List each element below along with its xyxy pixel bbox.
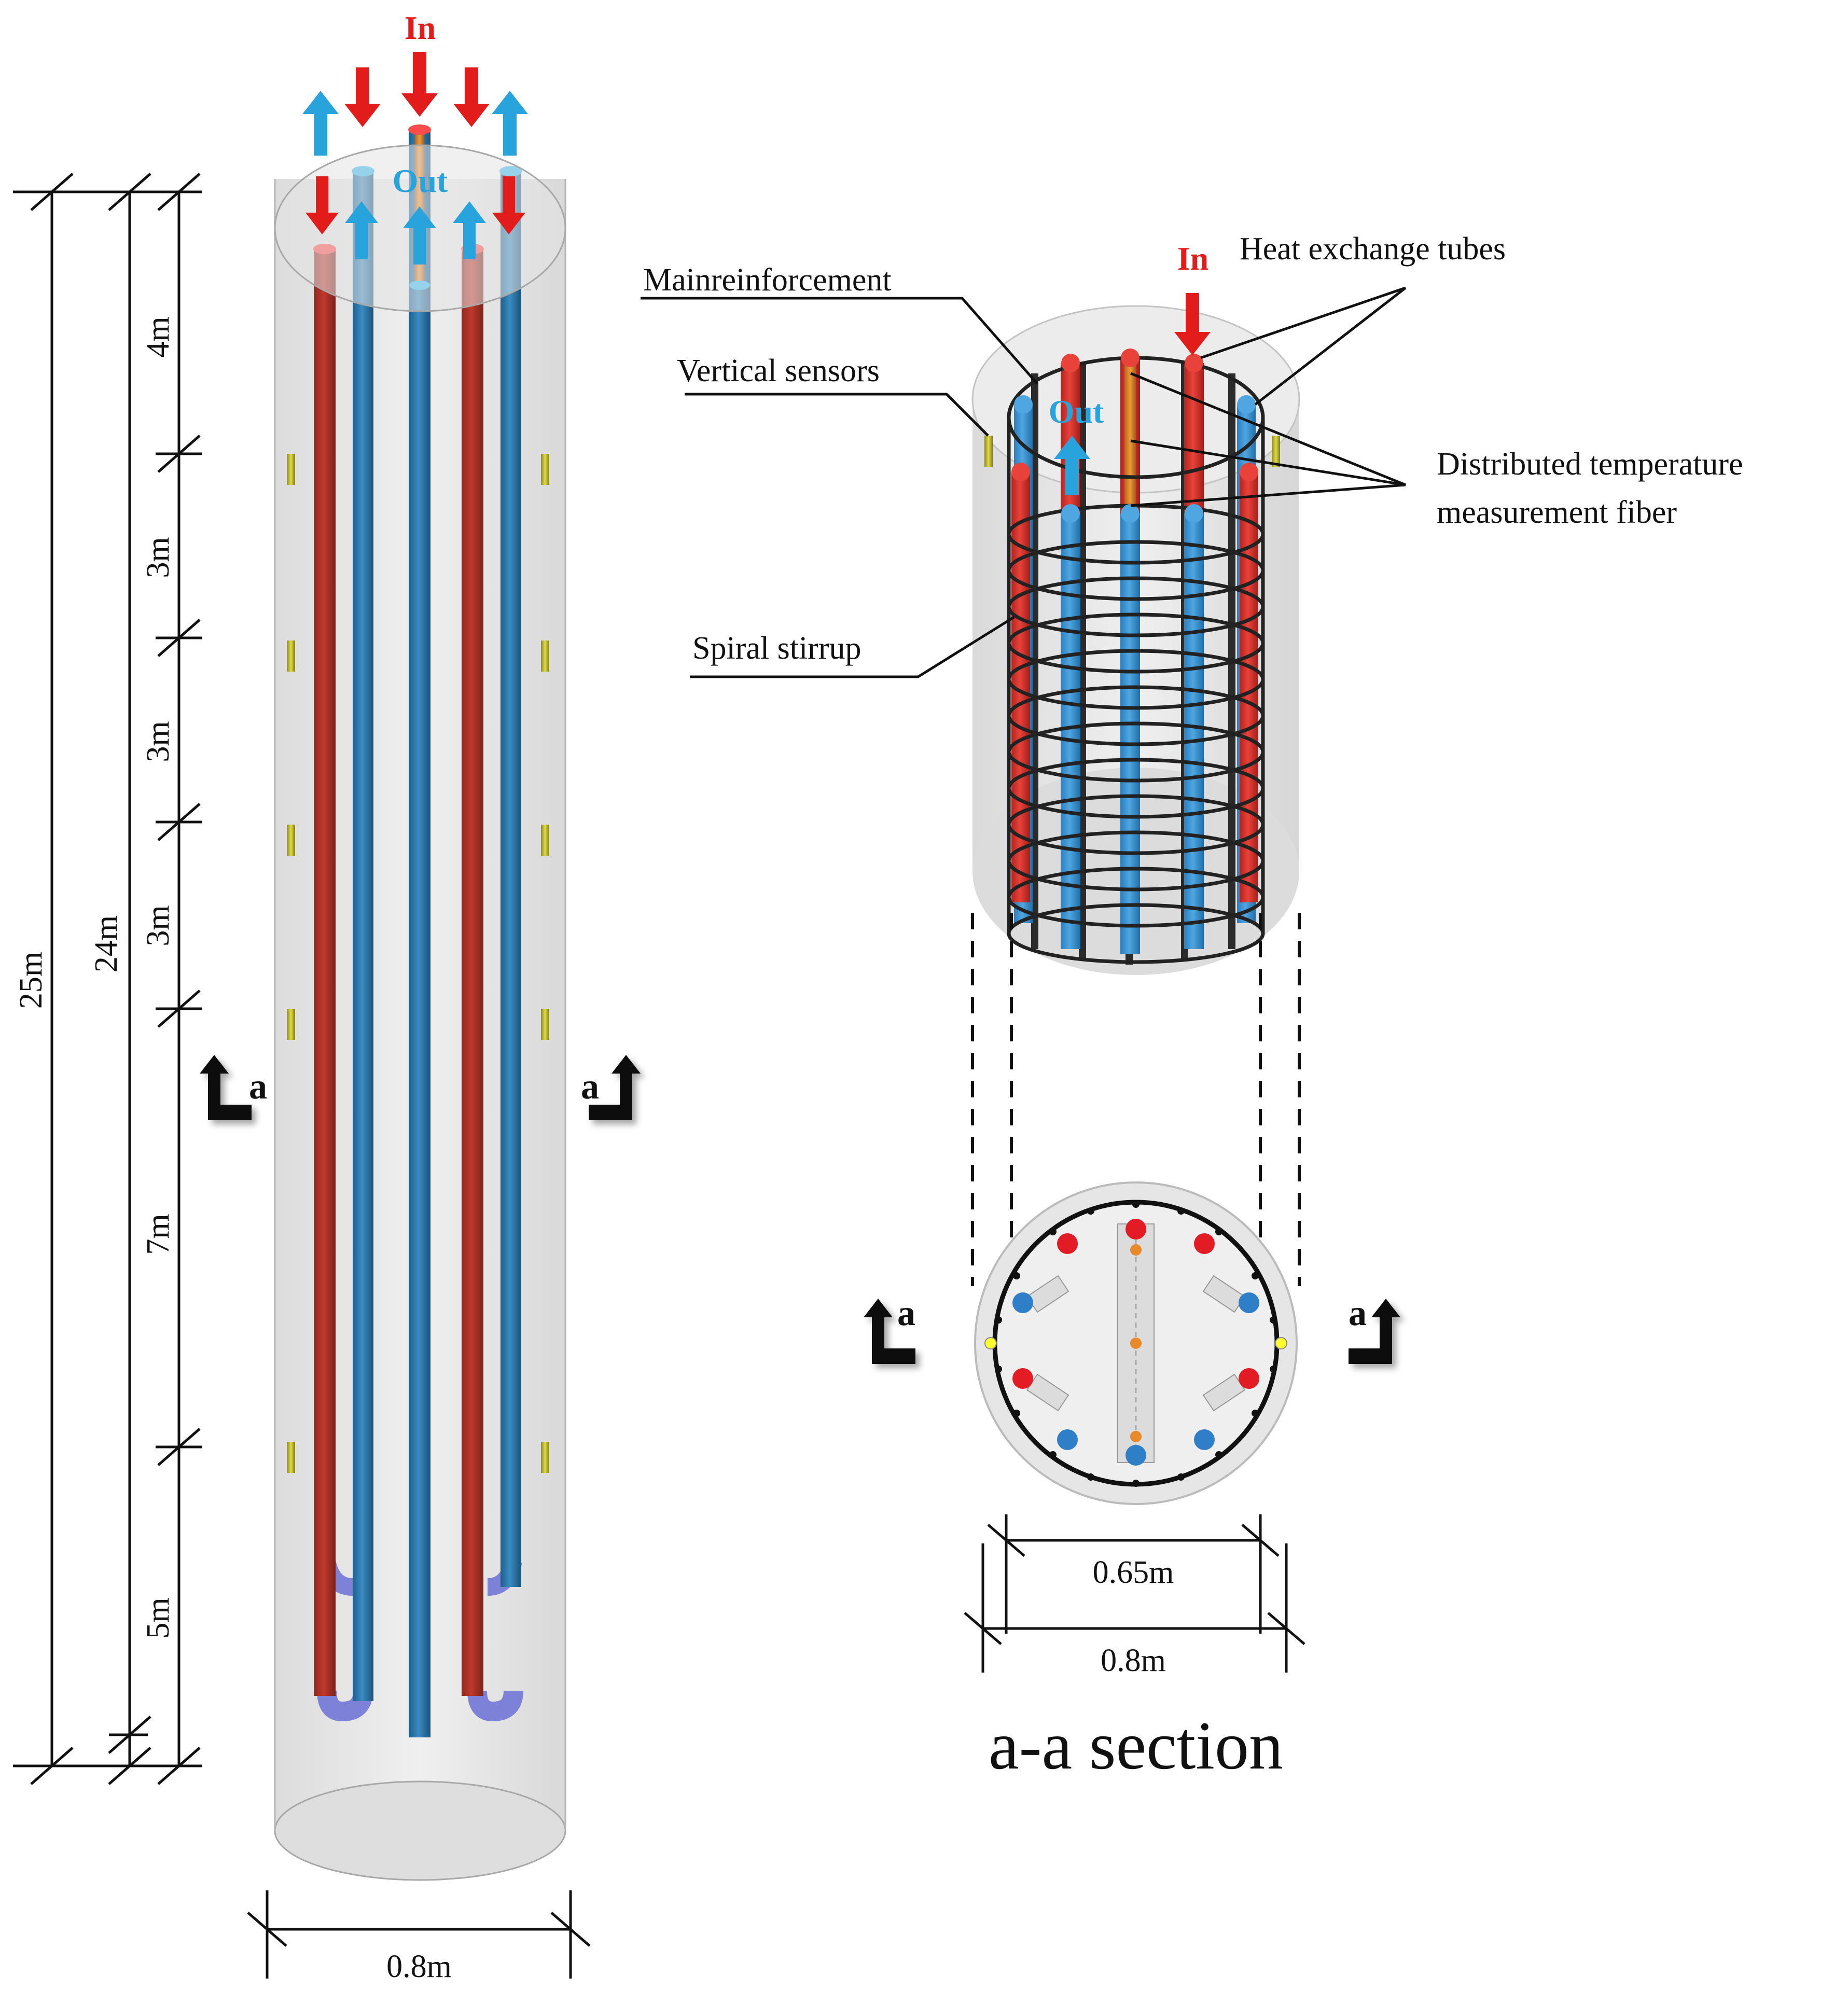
leader-lines bbox=[641, 286, 1407, 678]
outlet-tube bbox=[353, 171, 373, 1701]
segment-length-label: 3m bbox=[141, 721, 176, 762]
section-outlet-tubes bbox=[1012, 1292, 1259, 1466]
depth-dimension-lines bbox=[13, 173, 202, 1785]
fiber-label-line1: Distributed temperature bbox=[1437, 447, 1743, 482]
total-length-label: 25m bbox=[13, 952, 49, 1009]
outlet-tube bbox=[1120, 513, 1140, 954]
projection-lines bbox=[971, 913, 1301, 1286]
embedded-sensors bbox=[287, 454, 549, 1473]
inlet-arrows bbox=[305, 52, 525, 234]
section-marker-left bbox=[200, 1055, 252, 1120]
section-marker-label: a bbox=[1349, 1293, 1367, 1333]
reinforcement-cage-view: In Out Mainreinforcement Vertical sensor… bbox=[641, 231, 1743, 975]
main-reinforcement-label: Mainreinforcement bbox=[643, 262, 892, 298]
outlet-tube bbox=[1184, 513, 1204, 949]
embedded-length-label: 24m bbox=[89, 915, 124, 972]
outlet-arrow bbox=[1054, 436, 1090, 495]
pile-elevation-view: In Out 2 bbox=[13, 9, 641, 1984]
inlet-tube bbox=[314, 249, 336, 1696]
u-bend-right bbox=[467, 1690, 523, 1722]
outlet-arrows bbox=[302, 91, 528, 264]
section-title: a-a section bbox=[989, 1707, 1283, 1784]
section-fiber-points bbox=[1130, 1244, 1142, 1442]
vertical-sensor bbox=[984, 436, 993, 467]
cage-inlet-label: In bbox=[1177, 240, 1209, 277]
fiber-tube bbox=[1124, 363, 1136, 513]
section-marker-right bbox=[1349, 1299, 1400, 1364]
section-marker-right bbox=[589, 1055, 641, 1120]
vertical-sensors-label: Vertical sensors bbox=[677, 353, 880, 388]
section-sensors bbox=[984, 1337, 1287, 1349]
segment-length-label: 7m bbox=[141, 1214, 176, 1255]
outer-diameter-label: 0.8m bbox=[1101, 1643, 1166, 1678]
center-outlet-tube bbox=[409, 130, 430, 1737]
section-main-bars bbox=[995, 1201, 1277, 1487]
pile-diameter-label: 0.8m bbox=[386, 1949, 452, 1984]
outlet-tube bbox=[501, 171, 521, 1587]
fiber-label-line2: measurement fiber bbox=[1437, 495, 1677, 530]
vertical-sensor bbox=[1272, 436, 1280, 467]
segment-length-label: 4m bbox=[141, 316, 176, 357]
inlet-arrow bbox=[1174, 293, 1211, 355]
section-a-a-view: a a 0.65m 0.8m a-a section bbox=[864, 1181, 1400, 1784]
segment-length-label: 5m bbox=[141, 1597, 176, 1638]
pile-bottom-face bbox=[274, 1780, 566, 1881]
spiral-stirrup-label: Spiral stirrup bbox=[692, 631, 861, 666]
segment-length-label: 3m bbox=[141, 905, 176, 946]
inner-diameter-label: 0.65m bbox=[1093, 1555, 1174, 1590]
pile-outlet-label: Out bbox=[393, 162, 448, 199]
section-dimension-lines bbox=[964, 1514, 1305, 1673]
pile-diameter-dimension bbox=[247, 1890, 591, 1979]
outlet-tube bbox=[1061, 513, 1080, 949]
cage-outlet-label: Out bbox=[1049, 393, 1104, 430]
heat-exchange-tubes-label: Heat exchange tubes bbox=[1240, 231, 1506, 267]
section-marker-left bbox=[864, 1299, 915, 1364]
section-marker-label: a bbox=[581, 1067, 599, 1107]
segment-length-label: 3m bbox=[141, 537, 176, 578]
section-inlet-tubes bbox=[1012, 1219, 1259, 1389]
pile-inlet-label: In bbox=[405, 9, 436, 46]
section-marker-label: a bbox=[897, 1293, 915, 1333]
inlet-tube bbox=[462, 249, 483, 1696]
section-marker-label: a bbox=[249, 1067, 267, 1107]
